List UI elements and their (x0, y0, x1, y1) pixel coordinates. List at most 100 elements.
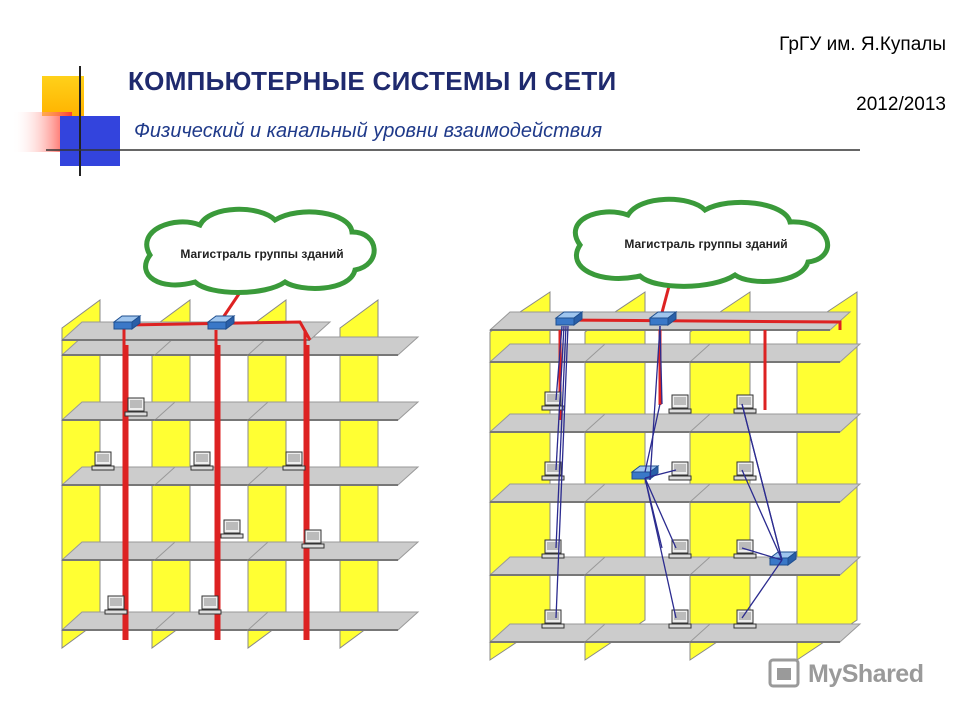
watermark-icon (768, 658, 800, 688)
screen (674, 542, 686, 550)
blue-cable (644, 477, 663, 549)
blue-cable (649, 325, 661, 481)
left-building-group (60, 280, 420, 649)
blue-cable (741, 403, 783, 561)
computer-icon (668, 609, 692, 629)
keyboard (124, 411, 148, 417)
computer-icon (668, 394, 692, 414)
keyboard (733, 553, 757, 559)
switch-icon (112, 315, 142, 330)
computer-icon (668, 461, 692, 481)
computer-icon (733, 609, 757, 629)
keyboard (104, 609, 128, 615)
blue-cable (741, 547, 783, 561)
floor-slab (246, 541, 420, 561)
blue-cable (644, 403, 661, 473)
computer-icon (198, 595, 222, 615)
screen (204, 598, 216, 606)
switch-front (649, 317, 669, 326)
deco-blue-square (60, 116, 120, 166)
screen (307, 532, 319, 540)
page-title: КОМПЬЮТЕРНЫЕ СИСТЕМЫ И СЕТИ (128, 66, 617, 96)
blue-cable (741, 559, 783, 619)
switch-side (667, 311, 677, 326)
floor-slab (688, 413, 862, 433)
keyboard (668, 408, 692, 414)
screen (130, 400, 142, 408)
switch-front (113, 321, 133, 330)
floor-slab (688, 623, 862, 643)
keyboard (220, 533, 244, 539)
screen (547, 464, 559, 472)
right-building-group (488, 270, 862, 661)
screen (110, 598, 122, 606)
switch-icon (206, 315, 236, 330)
watermark-logo (768, 658, 800, 688)
computer-icon (91, 451, 115, 471)
screen (97, 454, 109, 462)
blue-cable (644, 469, 677, 479)
left-cloud-label: Магистраль группы зданий (180, 247, 343, 261)
switch-side (787, 551, 797, 566)
screen (288, 454, 300, 462)
screen (739, 612, 751, 620)
screen (674, 464, 686, 472)
switch-side (131, 315, 141, 330)
floor-slab (688, 343, 862, 363)
screen (547, 394, 559, 402)
blue-cable (555, 325, 563, 401)
switch-icon (554, 311, 584, 326)
screen (547, 542, 559, 550)
screen (674, 612, 686, 620)
keyboard (668, 623, 692, 629)
computer-icon (124, 397, 148, 417)
screen (547, 612, 559, 620)
switch-side (225, 315, 235, 330)
year-label: 2012/2013 (856, 94, 946, 115)
blue-cable (644, 477, 677, 549)
keyboard (190, 465, 214, 471)
screen (739, 464, 751, 472)
computer-icon (733, 394, 757, 414)
computer-icon (541, 539, 565, 559)
computer-icon (541, 609, 565, 629)
page-subtitle: Физический и канальный уровни взаимодейс… (134, 120, 603, 142)
blue-cable (555, 325, 565, 471)
screen (674, 397, 686, 405)
keyboard (541, 553, 565, 559)
keyboard (733, 623, 757, 629)
switch-front (207, 321, 227, 330)
keyboard (541, 623, 565, 629)
screen (196, 454, 208, 462)
keyboard (91, 465, 115, 471)
computer-icon (668, 539, 692, 559)
keyboard (668, 475, 692, 481)
computer-icon (301, 529, 325, 549)
university-label: ГрГУ им. Я.Купалы (779, 34, 946, 55)
floor-slab (246, 466, 420, 486)
blue-cable (555, 325, 567, 549)
computer-icon (541, 461, 565, 481)
floor-slab (246, 611, 420, 631)
keyboard (198, 609, 222, 615)
left-cloud-icon (143, 206, 377, 295)
keyboard (733, 408, 757, 414)
keyboard (668, 553, 692, 559)
watermark-text: MyShared (808, 660, 924, 688)
floor-slab (688, 483, 862, 503)
computer-icon (220, 519, 244, 539)
keyboard (541, 475, 565, 481)
switch-icon (648, 311, 678, 326)
screen (739, 397, 751, 405)
blue-cable (741, 469, 783, 561)
header-decoration (12, 66, 860, 176)
keyboard (282, 465, 306, 471)
keyboard (541, 405, 565, 411)
switch-front (555, 317, 575, 326)
screen (739, 542, 751, 550)
computer-icon (190, 451, 214, 471)
deco-yellow-square (42, 76, 84, 116)
keyboard (301, 543, 325, 549)
floor-slab (246, 401, 420, 421)
